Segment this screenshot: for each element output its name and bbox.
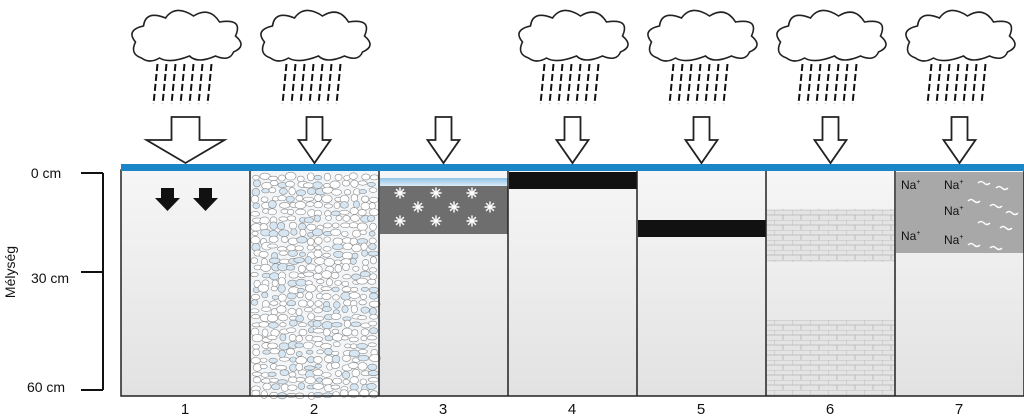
column-label-3: 3 (439, 401, 447, 418)
rain-icon (281, 63, 342, 105)
column-1-body (121, 170, 250, 396)
depth-axis-title: Mélység (2, 246, 18, 298)
column-5-body (637, 170, 766, 396)
column-6-weather (776, 9, 887, 165)
cloud-icon (518, 9, 629, 62)
surface-crust (509, 172, 637, 189)
column-4-body (508, 170, 637, 396)
column-labels: 1 2 3 4 5 6 7 (181, 401, 963, 418)
infiltration-arrow-icon (683, 116, 720, 165)
column-label-6: 6 (826, 401, 834, 418)
depth-axis: 0 cm 30 cm 60 cm Mélység (2, 165, 104, 395)
brick-layers (767, 209, 895, 396)
cloud-icon (647, 9, 758, 62)
column-3-weather (425, 116, 462, 165)
down-arrow-icon (155, 188, 180, 211)
rain-icon (152, 63, 213, 105)
weather-icons (131, 9, 1016, 165)
infiltration-arrow-icon (143, 116, 228, 165)
infiltration-arrow-icon (425, 116, 462, 165)
infiltration-arrow-icon (554, 116, 591, 165)
rain-icon (668, 63, 729, 105)
column-1-weather (131, 9, 242, 165)
column-label-2: 2 (310, 401, 318, 418)
rain-icon (539, 63, 600, 105)
sodium-ion-label: Na+ (901, 229, 920, 243)
cloud-icon (905, 9, 1016, 62)
pebble-texture (249, 171, 381, 400)
sodium-ion-label: Na+ (901, 178, 920, 192)
cloud-icon (260, 9, 371, 62)
water-wave-marks (967, 180, 1019, 251)
depth-tick-30: 30 cm (31, 270, 69, 286)
cloud-icon (131, 9, 242, 62)
rain-icon (797, 63, 858, 105)
column-5-weather (647, 9, 758, 165)
column-label-1: 1 (181, 401, 189, 418)
column-2-weather (260, 9, 371, 165)
depth-tick-0: 0 cm (31, 165, 61, 181)
buried-hardpan (638, 220, 766, 237)
sodium-ion-label: Na+ (944, 178, 963, 192)
down-arrow-icon (193, 188, 218, 211)
cloud-icon (776, 9, 887, 62)
sodic-layer: Na+ Na+ Na+ Na+ Na+ (896, 172, 1024, 253)
sodium-ion-label: Na+ (944, 204, 963, 218)
infiltration-arrow-icon (296, 116, 333, 165)
depth-tick-60: 60 cm (27, 379, 65, 395)
column-label-7: 7 (955, 401, 963, 418)
column-4-weather (518, 9, 629, 165)
column-7-weather (905, 9, 1016, 165)
column-label-5: 5 (697, 401, 705, 418)
frozen-layer (380, 178, 508, 234)
sodium-ion-label: Na+ (944, 233, 963, 247)
column-label-4: 4 (568, 401, 576, 418)
rain-icon (926, 63, 987, 105)
snowflake-icons (394, 187, 496, 227)
infiltration-arrow-icon (941, 116, 978, 165)
surface-water-line (121, 164, 1024, 171)
infiltration-arrow-icon (812, 116, 849, 165)
downward-arrow-icons (155, 188, 218, 211)
sodium-ion-labels: Na+ Na+ Na+ Na+ Na+ (901, 178, 963, 247)
